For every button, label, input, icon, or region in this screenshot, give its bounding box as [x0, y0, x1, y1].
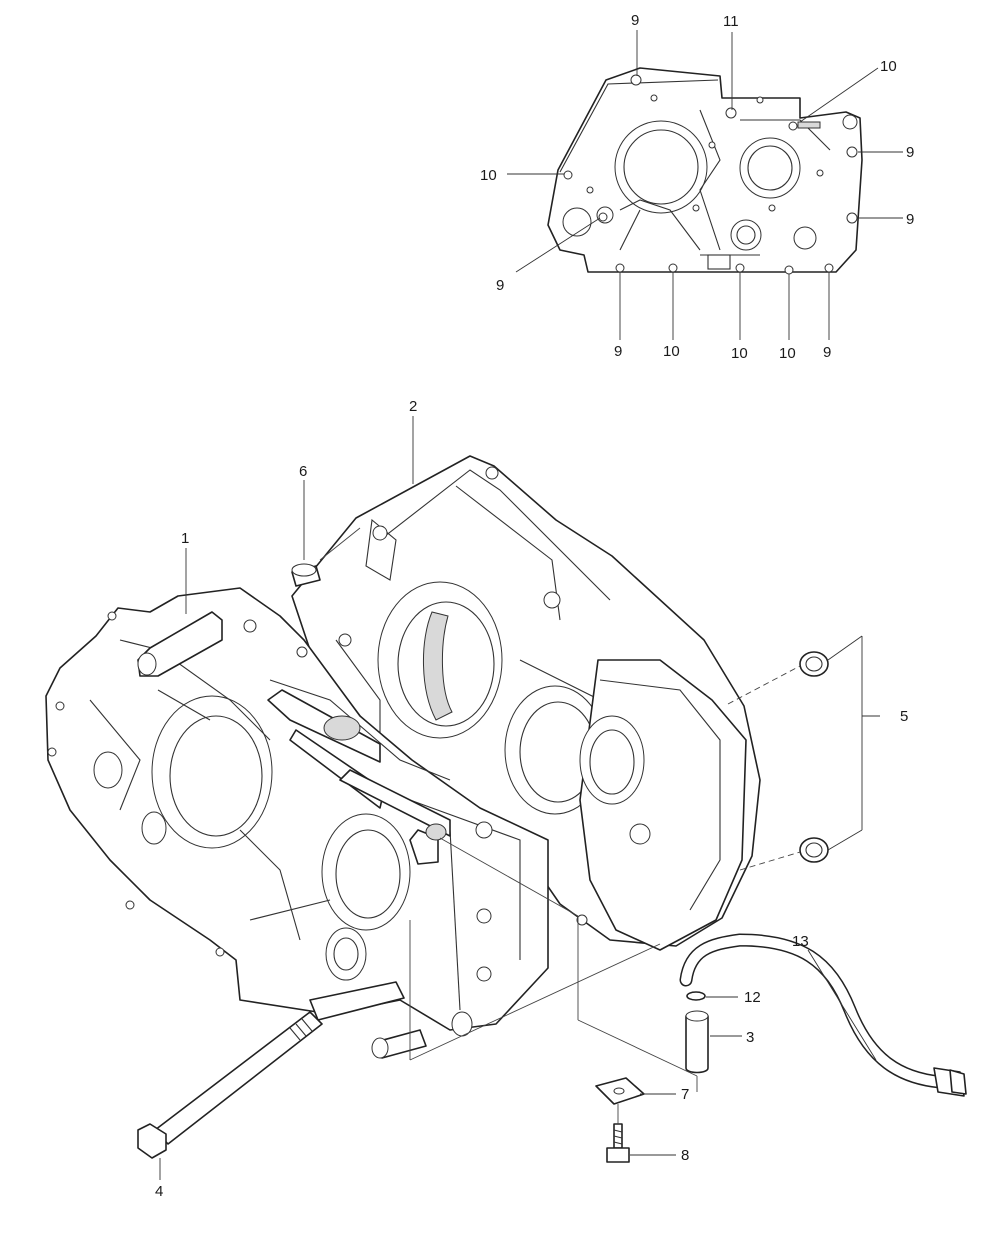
inset-callout-10-bottom-c: 10 [779, 345, 796, 362]
callout-part-2: 2 [409, 398, 417, 415]
part-8-bolt [606, 1123, 630, 1163]
part-1-crankcase-left [45, 587, 549, 1059]
inset-callout-9-bottom-a: 9 [614, 343, 622, 360]
callout-part-8: 8 [681, 1147, 689, 1164]
part-7-plate [595, 1077, 645, 1105]
inset-callout-9-left: 9 [496, 277, 504, 294]
inset-callout-10-bottom-a: 10 [663, 343, 680, 360]
part-3-filter [685, 1010, 709, 1074]
main-leader-lines [159, 416, 880, 1180]
callout-part-7: 7 [681, 1086, 689, 1103]
part-13-hose [679, 933, 967, 1097]
inset-callout-10-left: 10 [480, 167, 497, 184]
callout-part-3: 3 [746, 1029, 754, 1046]
inset-callout-10-top-right: 10 [880, 58, 897, 75]
callout-part-12: 12 [744, 989, 761, 1006]
callout-part-1: 1 [181, 530, 189, 547]
part-6-dowel-pin [291, 563, 321, 587]
part-2-crankcase-right [291, 455, 761, 951]
inset-leader-lines [507, 30, 903, 340]
part-12-hose-clip [686, 991, 706, 1001]
crankcase-half-inset [547, 67, 863, 275]
part-5-plug-lower [799, 837, 829, 863]
callout-part-13: 13 [792, 933, 809, 950]
inset-callout-9-top: 9 [631, 12, 639, 29]
callout-part-6: 6 [299, 463, 307, 480]
part-5-plug-upper [799, 651, 829, 677]
inset-callout-9-bottom-b: 9 [823, 344, 831, 361]
inset-callout-9-right-lower: 9 [906, 211, 914, 228]
inset-callout-9-right-upper: 9 [906, 144, 914, 161]
inset-callout-10-bottom-b: 10 [731, 345, 748, 362]
callout-part-4: 4 [155, 1183, 163, 1200]
callout-part-5: 5 [900, 708, 908, 725]
part-4-stud-bolt [137, 1011, 323, 1159]
inset-callout-11: 11 [723, 13, 739, 30]
